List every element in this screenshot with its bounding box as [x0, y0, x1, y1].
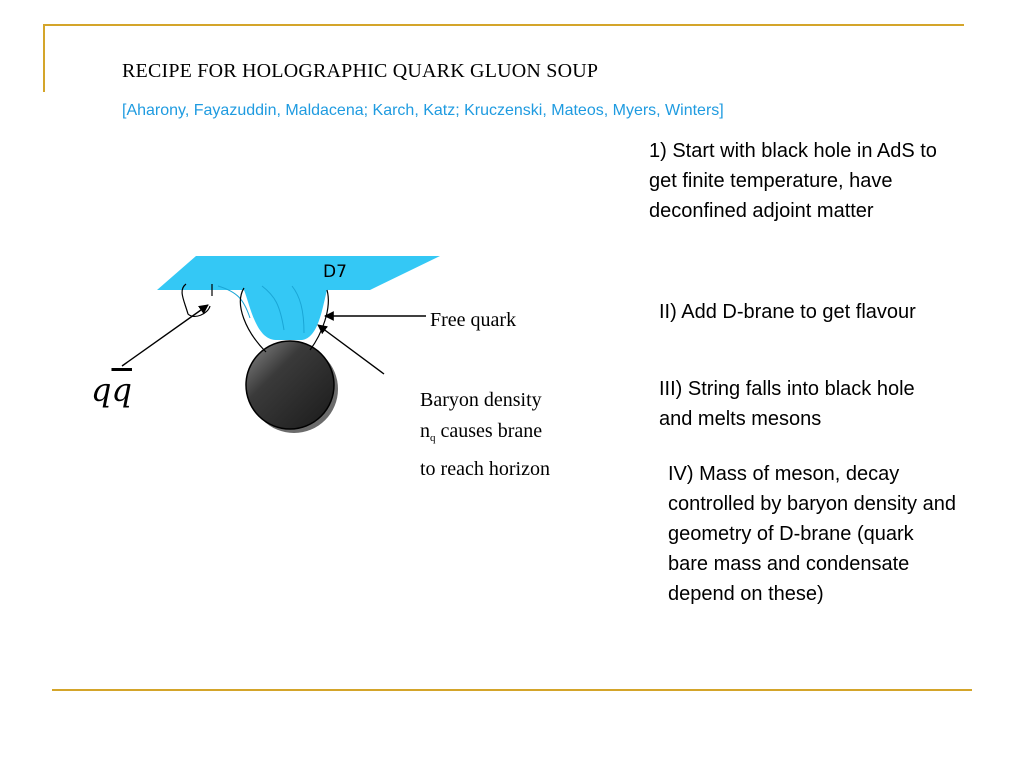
brane-fold-line-mid	[291, 285, 305, 334]
step-4-text: IV) Mass of meson, decay controlled by b…	[668, 463, 956, 605]
baryon-n-symbol: n	[420, 420, 430, 442]
baryon-label-line-2: nq causes brane	[420, 416, 630, 454]
frame-left-rule	[43, 24, 45, 92]
baryon-label-rest: causes brane	[435, 420, 543, 442]
frame-top-rule	[43, 24, 964, 26]
antiquark-symbol: q	[111, 371, 132, 409]
free-quark-label: Free quark	[430, 309, 517, 331]
frame-bottom-rule	[52, 689, 972, 691]
step-3-text: III) String falls into black hole and me…	[659, 378, 915, 430]
baryon-density-arrow	[317, 324, 385, 375]
baryon-density-label: Baryon density nq causes brane to reach …	[420, 385, 630, 485]
black-hole	[245, 340, 335, 430]
brane-fold-line-right	[261, 285, 285, 331]
d7-label: D7	[323, 262, 347, 282]
brane-fold-line-left	[217, 285, 251, 319]
step-1-text: 1) Start with black hole in AdS to get f…	[649, 140, 937, 222]
baryon-label-line-3: to reach horizon	[420, 458, 550, 480]
step-2-text: II) Add D-brane to get flavour	[659, 301, 916, 323]
baryon-q-subscript: q	[430, 432, 436, 444]
meson-arrow	[121, 304, 209, 367]
reference-list: [Aharony, Fayazuddin, Maldacena; Karch, …	[122, 102, 724, 119]
quark-symbol: q	[91, 371, 112, 409]
free-quark-string-left	[239, 287, 267, 353]
meson-qqbar-label: qq	[91, 371, 132, 409]
slide-title: RECIPE FOR HOLOGRAPHIC QUARK GLUON SOUP	[122, 60, 599, 82]
baryon-label-line-1: Baryon density	[420, 389, 542, 411]
